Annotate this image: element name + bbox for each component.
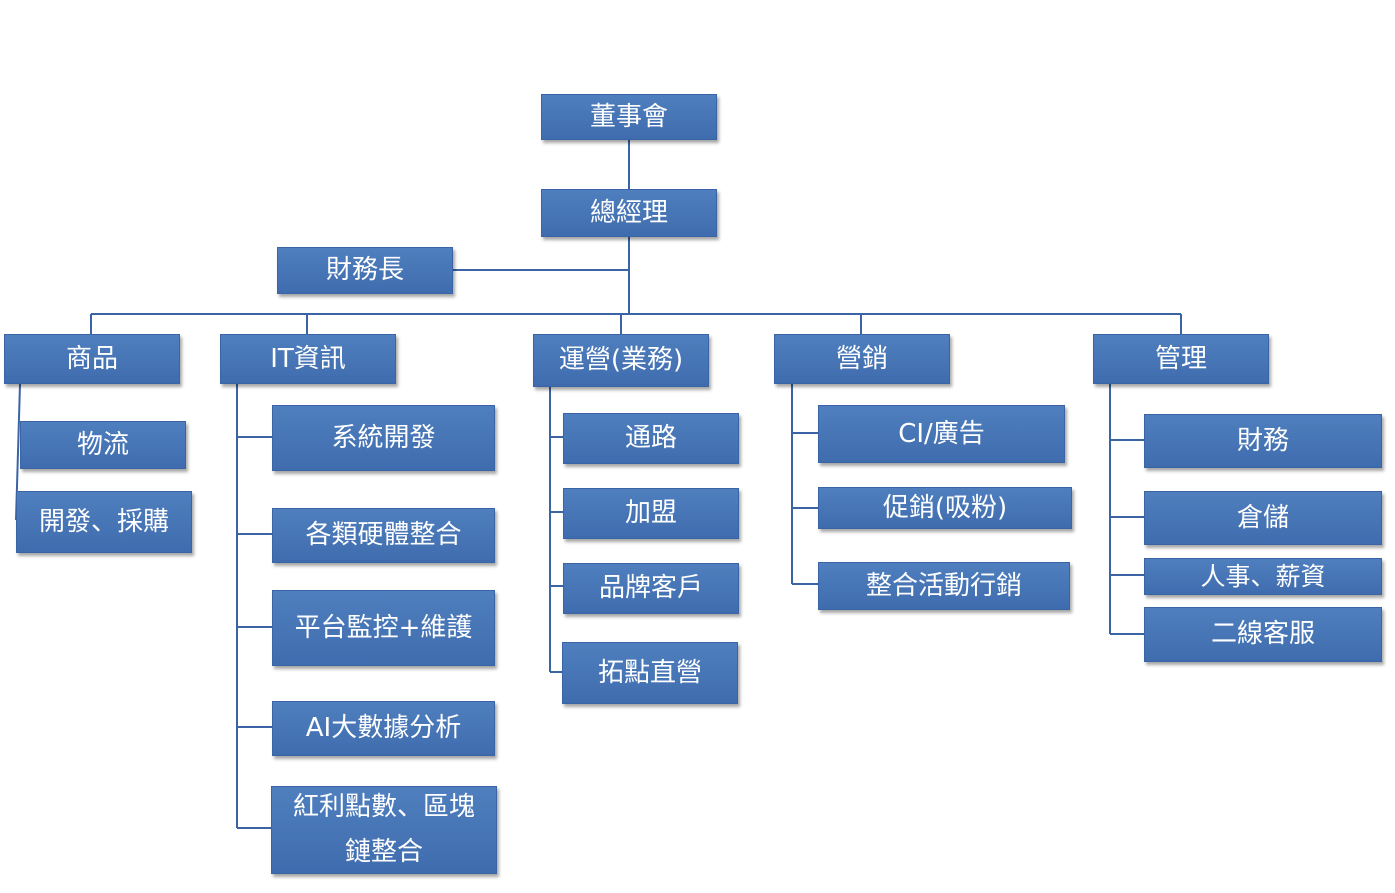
cfo-box: 財務長 bbox=[277, 247, 453, 294]
it-item-box: 紅利點數、區塊 鏈整合 bbox=[271, 786, 497, 874]
board-box: 董事會 bbox=[541, 94, 717, 140]
mgmt-item-box: 倉儲 bbox=[1144, 491, 1382, 545]
it-item-box: 系統開發 bbox=[272, 405, 495, 471]
ops-item-box: 通路 bbox=[563, 413, 739, 464]
ops-item-box: 拓點直營 bbox=[562, 642, 738, 704]
marketing-item-box: 整合活動行銷 bbox=[818, 562, 1070, 610]
marketing-item-box: CI/廣告 bbox=[818, 405, 1065, 463]
it-item-box: 各類硬體整合 bbox=[272, 508, 495, 563]
dept-management-box: 管理 bbox=[1093, 334, 1269, 384]
mgmt-item-box: 二線客服 bbox=[1144, 607, 1382, 662]
mgmt-item-box: 人事、薪資 bbox=[1144, 558, 1382, 595]
dept-merchandise-box: 商品 bbox=[4, 334, 180, 384]
general-manager-box: 總經理 bbox=[541, 189, 717, 237]
dept-it-box: IT資訊 bbox=[220, 334, 396, 384]
marketing-item-box: 促銷(吸粉) bbox=[818, 487, 1072, 529]
dept-marketing-box: 營銷 bbox=[774, 334, 950, 384]
ops-item-box: 品牌客戶 bbox=[563, 563, 739, 614]
mgmt-item-box: 財務 bbox=[1144, 414, 1382, 468]
merch-item-box: 物流 bbox=[20, 421, 186, 469]
it-item-box: 平台監控+維護 bbox=[272, 590, 495, 666]
merch-item-box: 開發、採購 bbox=[16, 491, 192, 553]
it-item-box: AI大數據分析 bbox=[272, 701, 495, 756]
ops-item-box: 加盟 bbox=[563, 488, 739, 539]
dept-operations-box: 運營(業務) bbox=[533, 334, 709, 387]
